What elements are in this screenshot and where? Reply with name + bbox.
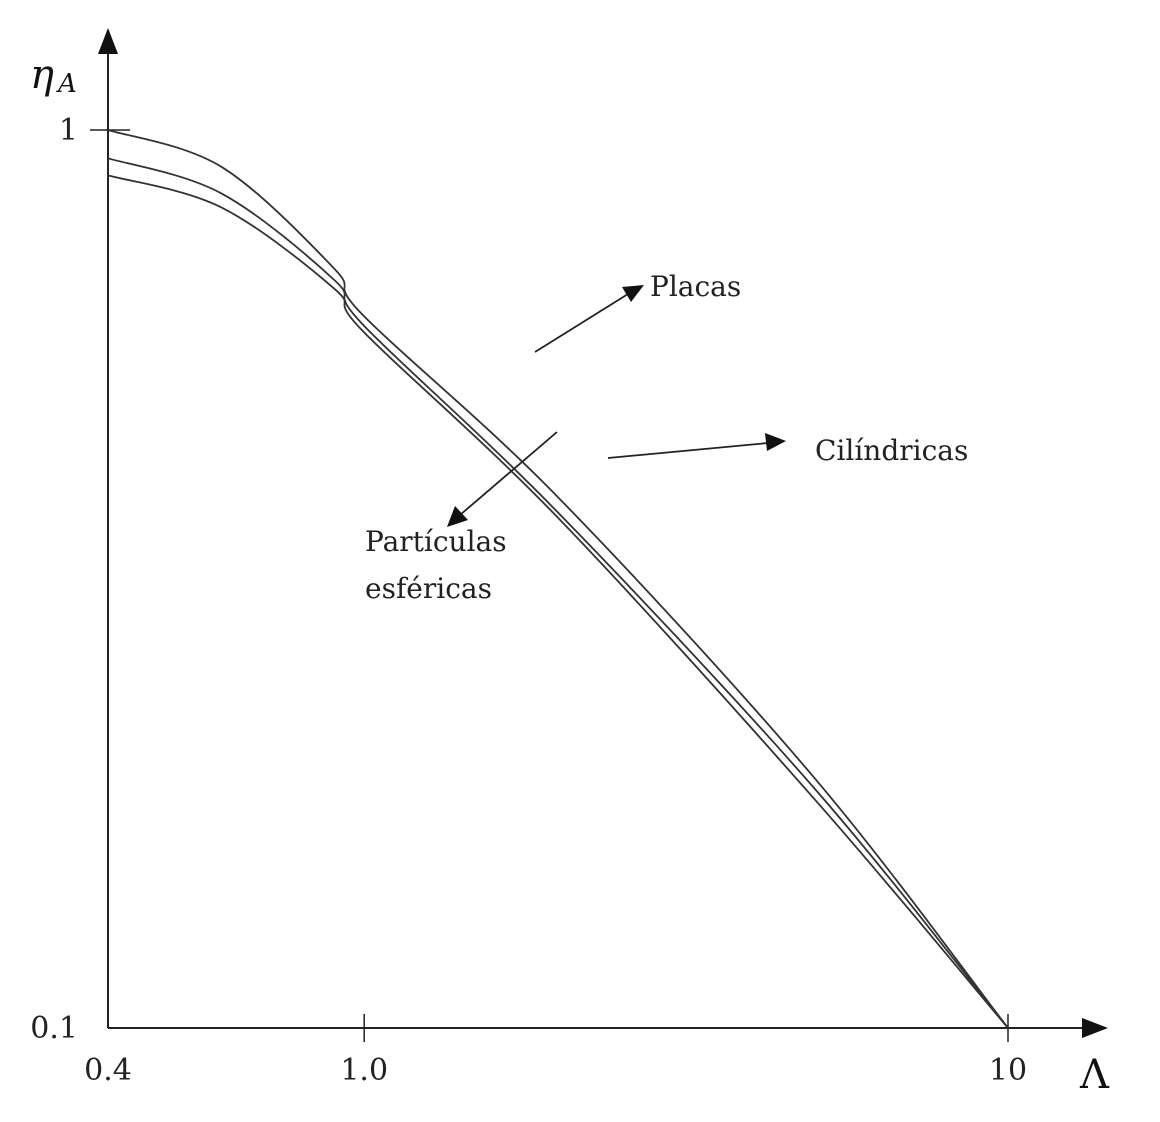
series-line-1 <box>107 129 1009 1029</box>
esfericas-pointer-arrow-icon <box>447 506 468 527</box>
series-line-2 <box>107 157 1009 1029</box>
placas-pointer-arrow-icon <box>622 285 644 302</box>
x-axis-arrow-icon <box>1082 1018 1108 1038</box>
x-tick-label: 1.0 <box>340 1053 388 1088</box>
y-axis-title-subscript: A <box>56 69 77 99</box>
y-axis-arrow-icon <box>98 28 118 54</box>
y-axis-title: η <box>30 52 54 98</box>
placas-pointer <box>534 293 629 353</box>
x-tick-label: 0.4 <box>84 1053 132 1088</box>
cilindricas-label: Cilíndricas <box>815 434 968 467</box>
esfericas-label-line1: Partículas <box>365 525 507 558</box>
x-tick-label: 10 <box>989 1053 1027 1088</box>
series-curves <box>107 129 1009 1029</box>
axis-ticks: 0.4 1.0 10 0.1 1 <box>30 113 1027 1088</box>
cilindricas-pointer <box>607 442 769 459</box>
cilindricas-pointer-arrow-icon <box>765 433 786 451</box>
y-tick-label: 1 <box>59 113 78 148</box>
y-tick-label: 0.1 <box>30 1011 78 1046</box>
x-axis-title: Λ <box>1079 1052 1110 1098</box>
esfericas-label-line2: esféricas <box>365 572 492 605</box>
placas-label: Placas <box>650 270 741 303</box>
series-line-3 <box>107 174 1009 1029</box>
esfericas-pointer <box>459 431 558 516</box>
